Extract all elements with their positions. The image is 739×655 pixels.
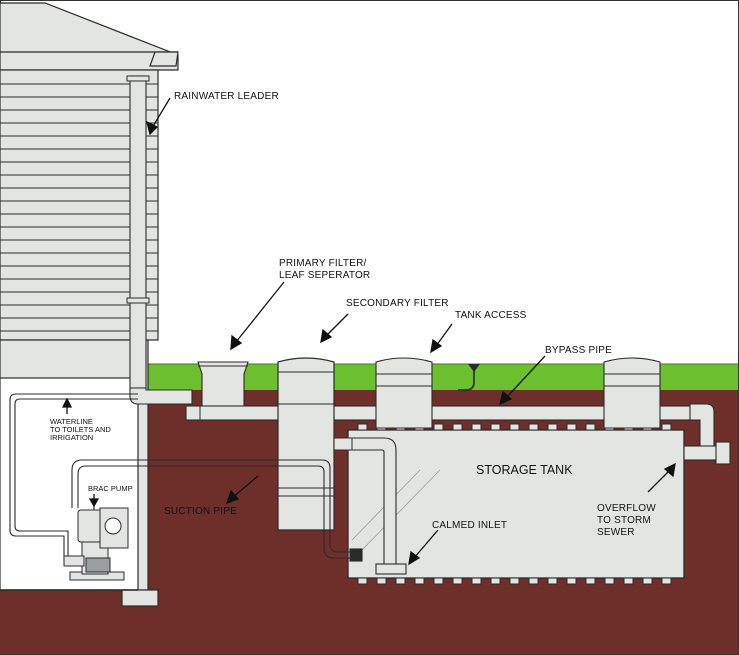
rainwater-leader-pipe — [126, 75, 193, 405]
tank-rib — [661, 577, 672, 585]
tank-ribs-bottom — [357, 577, 672, 585]
suction-pipe — [71, 459, 363, 562]
tank-rib — [471, 577, 482, 585]
label-waterline-line3: IRRIGATION — [50, 433, 93, 442]
label-primary-filter-line1: PRIMARY FILTER/ — [279, 258, 366, 269]
calmed-inlet-pipe — [333, 437, 407, 575]
tank-rib — [661, 423, 672, 431]
label-suction-pipe: SUCTION PIPE — [164, 506, 237, 517]
label-overflow-line1: OVERFLOW — [597, 503, 656, 514]
tank-rib — [585, 423, 596, 431]
tank-rib — [452, 423, 463, 431]
tank-rib — [528, 577, 539, 585]
tank-rib — [547, 577, 558, 585]
tank-rib — [414, 577, 425, 585]
primary-filter — [185, 361, 281, 421]
tank-access-riser-2 — [603, 357, 661, 429]
secondary-filter — [277, 357, 335, 531]
tank-rib — [509, 577, 520, 585]
label-secondary-filter: SECONDARY FILTER — [346, 298, 449, 309]
footing — [121, 589, 159, 607]
tank-rib — [585, 577, 596, 585]
leader-arrows — [61, 97, 676, 566]
label-waterline-line2: TO TOILETS AND — [50, 425, 111, 434]
basement-interior — [0, 377, 139, 591]
house-roof — [0, 2, 179, 71]
waterline-pipe — [9, 393, 138, 561]
tank-rib — [566, 577, 577, 585]
tank-rib — [471, 423, 482, 431]
tank-rib — [357, 577, 368, 585]
tank-rib — [357, 423, 368, 431]
tank-access-riser-1 — [375, 357, 433, 429]
tank-rib — [490, 577, 501, 585]
brac-pump — [63, 500, 129, 581]
label-bypass-pipe: BYPASS PIPE — [545, 345, 612, 356]
tank-rib — [490, 423, 501, 431]
storage-tank — [347, 423, 685, 585]
tank-rib — [604, 577, 615, 585]
label-overflow-line3: SEWER — [597, 527, 635, 538]
tank-rib — [623, 577, 634, 585]
tank-rib — [376, 577, 387, 585]
tank-rib — [509, 423, 520, 431]
tank-rib — [433, 423, 444, 431]
label-tank-access: TANK ACCESS — [455, 310, 527, 321]
label-primary-filter-line2: LEAF SEPERATOR — [279, 270, 370, 281]
tank-rib — [433, 577, 444, 585]
label-storage-tank: STORAGE TANK — [476, 463, 573, 477]
tank-rib — [452, 577, 463, 585]
tank-rib — [547, 423, 558, 431]
label-rainwater-leader: RAINWATER LEADER — [174, 91, 279, 102]
label-overflow-line2: TO STORM — [597, 515, 651, 526]
tank-rib — [642, 577, 653, 585]
tank-rib — [528, 423, 539, 431]
vent-pipe — [458, 364, 480, 391]
tank-rib — [395, 577, 406, 585]
label-calmed-inlet: CALMED INLET — [432, 520, 507, 531]
label-brac-pump: BRAC PUMP — [88, 484, 133, 493]
label-waterline-line1: WATERLINE — [50, 417, 93, 426]
tank-rib — [566, 423, 577, 431]
gutter — [149, 51, 179, 67]
